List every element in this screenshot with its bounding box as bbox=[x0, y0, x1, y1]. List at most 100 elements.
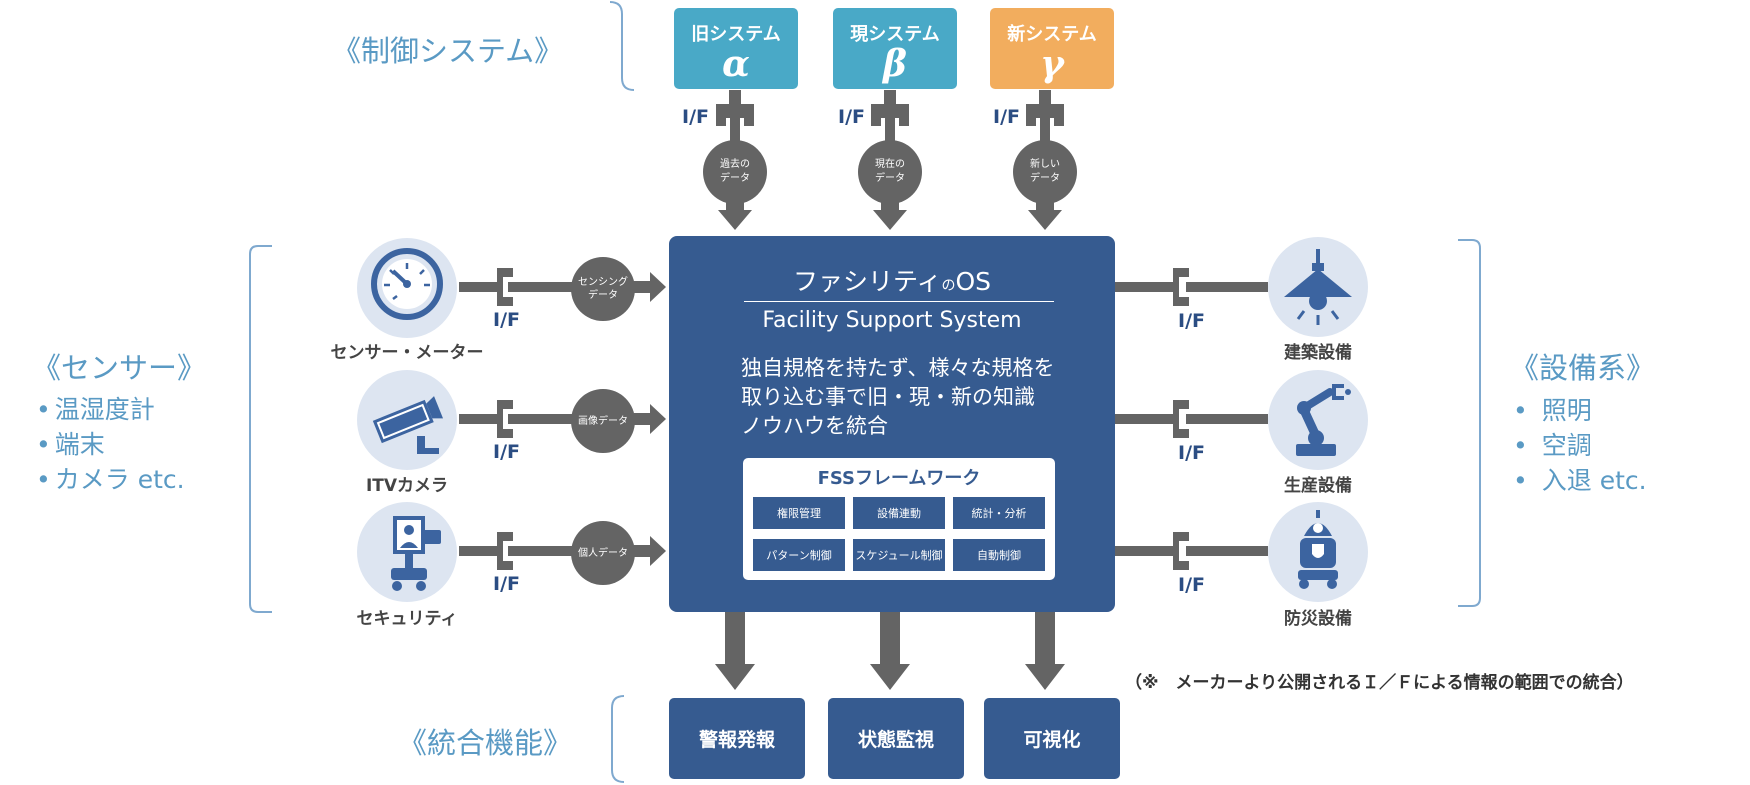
footnote: （※ メーカーより公開されるＩ／Ｆによる情報の範囲での統合） bbox=[1125, 673, 1634, 693]
security-icon-circle bbox=[357, 502, 457, 602]
if-label: I/F bbox=[1178, 310, 1205, 332]
bracket-sensor bbox=[249, 245, 272, 613]
sensor-label: ITVカメラ bbox=[365, 476, 449, 496]
disaster-robot-icon bbox=[1298, 510, 1338, 589]
bubble-line: データ bbox=[875, 173, 905, 184]
connector-building-socket-gap bbox=[1179, 277, 1189, 297]
bubble-line: データ bbox=[1030, 173, 1060, 184]
bubble-line: 過去の bbox=[720, 159, 750, 170]
connector-alpha-cable-top bbox=[729, 90, 741, 106]
gauge-icon-circle bbox=[357, 238, 457, 338]
system-name: 新システム bbox=[1007, 24, 1097, 45]
framework-item: 自動制御 bbox=[953, 539, 1045, 571]
connector-gamma-socket-left bbox=[1026, 114, 1036, 126]
connector-security-arrow-shaft bbox=[634, 545, 654, 557]
connector-beta-cable-top bbox=[884, 90, 896, 106]
section-title-sensor: 《センサー》 bbox=[32, 351, 207, 385]
sensor-list-item: 温湿度計 bbox=[36, 392, 185, 427]
connector-sensor-arrow-head bbox=[650, 272, 666, 302]
if-label: I/F bbox=[1178, 574, 1205, 596]
sensor-list-item: カメラ etc. bbox=[36, 462, 185, 497]
framework-item: パターン制御 bbox=[753, 539, 845, 571]
data-bubble-past: 過去のデータ bbox=[703, 140, 767, 204]
equipment-label: 生産設備 bbox=[1284, 476, 1352, 496]
if-label: I/F bbox=[493, 309, 520, 331]
connector-security-arrow-head bbox=[650, 536, 666, 566]
connector-disaster-line bbox=[1115, 546, 1175, 556]
bubble-line: データ bbox=[720, 173, 750, 184]
bubble-line: 個人データ bbox=[578, 547, 628, 559]
bracket-equipment bbox=[1458, 239, 1481, 607]
if-label: I/F bbox=[493, 441, 520, 463]
description-line: 取り込む事で旧・現・新の知識 bbox=[741, 385, 1035, 409]
data-bubble-image: 画像データ bbox=[571, 389, 635, 453]
system-greek: α bbox=[722, 43, 750, 85]
bracket-integration bbox=[611, 695, 625, 783]
lamp-icon bbox=[1284, 249, 1352, 325]
connector-sensor-cable bbox=[459, 282, 499, 292]
bubble-line: 画像データ bbox=[578, 415, 628, 427]
data-bubble-new: 新しいデータ bbox=[1013, 140, 1077, 204]
if-label: I/F bbox=[682, 106, 709, 128]
description-line: 独自規格を持たず、様々な規格を bbox=[741, 356, 1055, 380]
connector-beta-arrow-head bbox=[873, 210, 907, 230]
framework-item: 権限管理 bbox=[753, 497, 845, 529]
os-title: ファシリティのOS bbox=[669, 262, 1115, 298]
camera-icon bbox=[372, 396, 444, 454]
os-title-pre: ファシリティ bbox=[792, 267, 942, 296]
section-title-integration: 《統合機能》 bbox=[398, 726, 573, 760]
data-bubble-sensing: センシングデータ bbox=[571, 257, 635, 321]
os-title-post: OS bbox=[955, 267, 992, 296]
connector-sensor-arrow-shaft bbox=[634, 281, 654, 293]
section-title-equipment: 《設備系》 bbox=[1510, 351, 1656, 385]
section-title-control: 《制御システム》 bbox=[332, 34, 564, 68]
connector-camera-cable bbox=[459, 414, 499, 424]
system-alpha-box: 旧システム α bbox=[674, 8, 798, 89]
sensor-label: センサー・メーター bbox=[330, 343, 484, 363]
connector-security-cable bbox=[459, 546, 499, 556]
sensor-list-item: 端末 bbox=[36, 427, 185, 462]
function-arrow-head-0 bbox=[715, 664, 755, 690]
system-greek: β bbox=[883, 43, 907, 85]
os-subtitle: Facility Support System bbox=[762, 308, 1022, 333]
system-name: 旧システム bbox=[691, 24, 781, 45]
connector-gamma-socket-right bbox=[1054, 114, 1064, 126]
connector-building-cable bbox=[1186, 282, 1268, 292]
function-status-monitoring: 状態監視 bbox=[828, 698, 964, 779]
connector-production-line bbox=[1115, 414, 1175, 424]
os-title-small: の bbox=[941, 278, 956, 294]
connector-gamma-arrow-head bbox=[1028, 210, 1062, 230]
framework-grid: 権限管理 設備連動 統計・分析 パターン制御 スケジュール制御 自動制御 bbox=[753, 497, 1045, 571]
if-label: I/F bbox=[993, 106, 1020, 128]
system-name: 現システム bbox=[850, 24, 940, 45]
connector-beta-cable-bottom bbox=[885, 116, 895, 142]
function-visualization: 可視化 bbox=[984, 698, 1120, 779]
data-bubble-current: 現在のデータ bbox=[858, 140, 922, 204]
lamp-icon-circle bbox=[1268, 237, 1368, 337]
framework-item: スケジュール制御 bbox=[853, 539, 945, 571]
connector-gamma-cable-top bbox=[1039, 90, 1051, 106]
connector-alpha-socket-left bbox=[716, 114, 726, 126]
framework-item: 統計・分析 bbox=[953, 497, 1045, 529]
equipment-list: 照明 空調 入退 etc. bbox=[1513, 393, 1647, 498]
framework-title: FSSフレームワーク bbox=[817, 468, 981, 489]
system-greek: γ bbox=[1040, 43, 1064, 85]
connector-camera-line bbox=[508, 414, 588, 424]
connector-building-line bbox=[1115, 282, 1175, 292]
function-arrow-shaft-0 bbox=[725, 612, 745, 666]
data-bubble-personal: 個人データ bbox=[571, 521, 635, 585]
connector-camera-arrow-shaft bbox=[634, 413, 654, 425]
gauge-icon bbox=[371, 248, 443, 320]
connector-disaster-cable bbox=[1186, 546, 1268, 556]
system-gamma-box: 新システム γ bbox=[990, 8, 1114, 89]
facility-os-box: ファシリティのOS Facility Support System 独自規格を持… bbox=[669, 236, 1115, 612]
function-alarm: 警報発報 bbox=[669, 698, 805, 779]
bubble-line: センシング bbox=[578, 277, 628, 288]
if-label: I/F bbox=[493, 573, 520, 595]
os-description: 独自規格を持たず、様々な規格を 取り込む事で旧・現・新の知識 ノウハウを統合 bbox=[741, 354, 1055, 441]
function-arrow-shaft-2 bbox=[1035, 612, 1055, 666]
framework-panel: FSSフレームワーク 権限管理 設備連動 統計・分析 パターン制御 スケジュール… bbox=[743, 458, 1055, 580]
equipment-label: 建築設備 bbox=[1284, 343, 1352, 363]
description-line: ノウハウを統合 bbox=[741, 414, 888, 438]
bracket-control bbox=[609, 1, 635, 91]
